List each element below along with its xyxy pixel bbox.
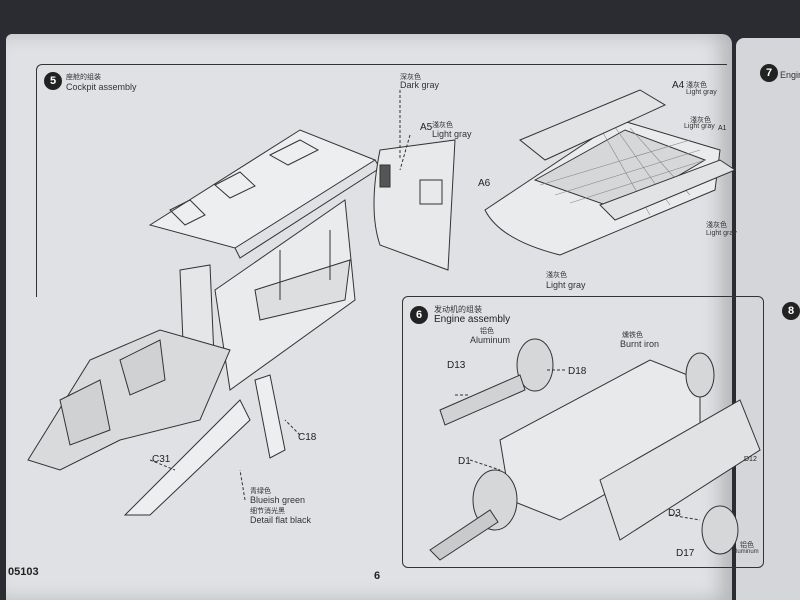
a4-light-gray-cn: 淺灰色 bbox=[686, 82, 707, 89]
side-light-gray: Light gray bbox=[706, 230, 737, 237]
step-6-title: Engine assembly bbox=[434, 314, 511, 325]
mid-light-gray: Light gray bbox=[684, 123, 715, 130]
rail-a4 bbox=[519, 89, 667, 161]
small-aluminum-cn: 铝色 bbox=[740, 542, 754, 549]
part-label-a5: A5 bbox=[420, 122, 433, 133]
a4-light-gray: Light gray bbox=[686, 89, 717, 96]
part-label-d3: D3 bbox=[668, 508, 681, 519]
callout-detail-flat-black: Detail flat black bbox=[250, 515, 312, 525]
aluminum-cn: 铝色 bbox=[480, 328, 494, 335]
bottom-light-gray: Light gray bbox=[546, 280, 586, 290]
part-label-a4: A4 bbox=[672, 80, 685, 91]
callout-light-gray: Light gray bbox=[432, 129, 472, 139]
part-label-d18: D18 bbox=[568, 366, 587, 377]
side-light-gray-cn: 淺灰色 bbox=[706, 222, 727, 229]
callout-light-gray-cn: 淺灰色 bbox=[432, 122, 453, 129]
engine-nozzle-d3 bbox=[599, 399, 761, 541]
callout-detail-flat-black-cn: 细节消光黑 bbox=[250, 508, 285, 515]
step-6-number-badge: 6 bbox=[410, 306, 428, 324]
shaft-d13 bbox=[439, 374, 526, 426]
gear-d18 bbox=[516, 338, 554, 392]
step-5-frame bbox=[36, 64, 727, 297]
part-label-c18: C18 bbox=[298, 432, 317, 443]
part-c31 bbox=[123, 399, 251, 516]
callout-blueish-green: Blueish green bbox=[250, 495, 306, 505]
callout-dark-gray: Dark gray bbox=[400, 80, 440, 90]
burnt-iron-label: Burnt iron bbox=[620, 339, 660, 349]
part-label-a6: A6 bbox=[478, 178, 491, 189]
step-6-frame bbox=[402, 296, 764, 568]
step-6-title-cn: 发动机的组装 bbox=[434, 305, 482, 314]
burnt-iron-cn: 燻铁色 bbox=[622, 332, 643, 339]
step-5-title: Cockpit assembly bbox=[66, 82, 137, 92]
bottom-light-gray-cn: 淺灰色 bbox=[546, 272, 567, 279]
product-code: 05103 bbox=[8, 566, 39, 578]
part-label-d12: D12 bbox=[744, 456, 757, 463]
part-label-d1: D1 bbox=[458, 456, 471, 467]
step-7-number-badge: 7 bbox=[760, 64, 778, 82]
part-label-c31: C31 bbox=[152, 454, 171, 465]
step-5-number-badge: 5 bbox=[44, 72, 62, 90]
small-aluminum: Aluminum bbox=[732, 549, 759, 555]
part-label-a1: A1 bbox=[718, 125, 727, 132]
callout-dark-gray-cn: 深灰色 bbox=[400, 74, 421, 81]
step-8-number-badge: 8 bbox=[782, 302, 800, 320]
rail-a1 bbox=[599, 159, 737, 221]
page-number: 6 bbox=[374, 570, 381, 582]
mid-light-gray-cn: 淺灰色 bbox=[690, 117, 711, 124]
side-panel-a5 bbox=[373, 139, 456, 271]
callout-blueish-green-cn: 青绿色 bbox=[250, 488, 271, 495]
step-7-title: Engine bbox=[780, 70, 800, 80]
gear-d17 bbox=[701, 505, 739, 555]
part-c18 bbox=[254, 374, 286, 459]
step-5-title-cn: 座舱的组装 bbox=[66, 74, 101, 81]
part-label-d17: D17 bbox=[676, 548, 695, 559]
aluminum-label: Aluminum bbox=[470, 335, 511, 345]
part-label-d13: D13 bbox=[447, 360, 466, 371]
